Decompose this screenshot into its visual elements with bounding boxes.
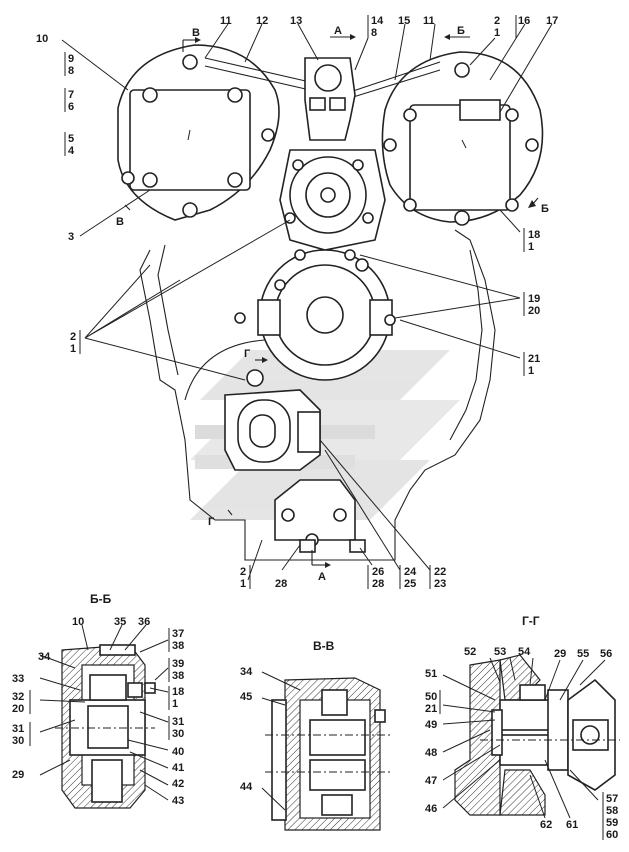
- callout: 12: [256, 15, 268, 27]
- callout: 20: [528, 305, 540, 317]
- callout: 61: [566, 819, 578, 831]
- callout: 1: [528, 241, 534, 253]
- callout: 43: [172, 795, 184, 807]
- section-gg: Г-Г 52 53 54 29 55 56 51 50 2: [425, 614, 620, 841]
- callout: 35: [114, 616, 126, 628]
- callout: 11: [423, 15, 435, 27]
- callout: 6: [68, 101, 74, 113]
- callout: 15: [398, 15, 410, 27]
- view-mark: В: [116, 216, 124, 228]
- callout: 28: [275, 578, 287, 590]
- callout: 48: [425, 747, 437, 759]
- callout: 38: [172, 640, 184, 652]
- callout: 21: [425, 703, 437, 715]
- view-mark: В: [192, 27, 200, 39]
- callout: 49: [425, 719, 437, 731]
- callout: 25: [404, 578, 416, 590]
- callout: 46: [425, 803, 437, 815]
- callout: 57: [606, 793, 618, 805]
- callout: 2: [240, 566, 246, 578]
- callout: 24: [404, 566, 417, 578]
- callout: 9: [68, 53, 74, 65]
- callout: 16: [518, 15, 530, 27]
- callout: 31: [172, 716, 184, 728]
- callout: 18: [172, 686, 184, 698]
- callout: 45: [240, 691, 252, 703]
- view-mark: Б: [457, 25, 465, 37]
- callout: 21: [528, 353, 540, 365]
- callout: 22: [434, 566, 446, 578]
- callout: 2: [494, 15, 500, 27]
- callout: 52: [464, 646, 476, 658]
- callout: 41: [172, 762, 184, 774]
- callout: 55: [577, 648, 589, 660]
- callout: 60: [606, 829, 618, 841]
- callout: 54: [518, 646, 531, 658]
- callout: 1: [494, 27, 500, 39]
- callout: 10: [36, 33, 48, 45]
- callout: 7: [68, 89, 74, 101]
- callout: 3: [68, 231, 74, 243]
- callout: 18: [528, 229, 540, 241]
- callout: 40: [172, 746, 184, 758]
- callout: 38: [172, 670, 184, 682]
- callout: 32: [12, 691, 24, 703]
- callout: 34: [240, 666, 253, 678]
- callout: 19: [528, 293, 540, 305]
- callout: 20: [12, 703, 24, 715]
- callout: 50: [425, 691, 437, 703]
- leader-lines: [61, 23, 553, 581]
- callout: 5: [68, 133, 74, 145]
- main-housing-outline: [117, 44, 544, 561]
- callout: 30: [172, 728, 184, 740]
- view-mark: Г: [244, 348, 251, 360]
- callout: 17: [546, 15, 558, 27]
- callout: 13: [290, 15, 302, 27]
- callout: 36: [138, 616, 150, 628]
- callout: 34: [38, 651, 51, 663]
- callout: 28: [372, 578, 384, 590]
- callout: 8: [68, 65, 74, 77]
- callout: 1: [172, 698, 178, 710]
- section-title: В-В: [313, 639, 335, 653]
- callout: 47: [425, 775, 437, 787]
- callout: 29: [12, 769, 24, 781]
- callout: 14: [371, 15, 384, 27]
- callout: 31: [12, 723, 24, 735]
- view-mark: Г: [208, 516, 215, 528]
- view-arrows: [124, 34, 539, 568]
- callout: 42: [172, 778, 184, 790]
- callout: 58: [606, 805, 618, 817]
- callout: 29: [554, 648, 566, 660]
- callout: 1: [528, 365, 534, 377]
- callout: 62: [540, 819, 552, 831]
- callout: 1: [70, 343, 76, 355]
- callout: 33: [12, 673, 24, 685]
- view-mark: А: [318, 571, 326, 583]
- section-title: Г-Г: [522, 614, 540, 628]
- callout: 11: [220, 15, 232, 27]
- callout: 2: [70, 331, 76, 343]
- callout: 1: [240, 578, 246, 590]
- callout: 51: [425, 668, 437, 680]
- callout: 59: [606, 817, 618, 829]
- view-mark: Б: [541, 203, 549, 215]
- section-title: Б-Б: [90, 592, 112, 606]
- view-mark: А: [334, 25, 342, 37]
- callout: 4: [68, 145, 75, 157]
- callout: 26: [372, 566, 384, 578]
- callout: 53: [494, 646, 506, 658]
- callout: 10: [72, 616, 84, 628]
- callout: 23: [434, 578, 446, 590]
- callout: 30: [12, 735, 24, 747]
- callout: 44: [240, 781, 253, 793]
- callout: 37: [172, 628, 184, 640]
- callout: 56: [600, 648, 612, 660]
- section-bb: Б-Б 10 35 36 37 38 34 39 38 33: [12, 592, 184, 809]
- callout: 8: [371, 27, 377, 39]
- section-vv: В-В 34 45 44: [240, 639, 390, 831]
- callout: 39: [172, 658, 184, 670]
- main-callouts: 11 12 13 14 8 15 11 2 1 16 17 10 9 8 7 6…: [36, 15, 558, 590]
